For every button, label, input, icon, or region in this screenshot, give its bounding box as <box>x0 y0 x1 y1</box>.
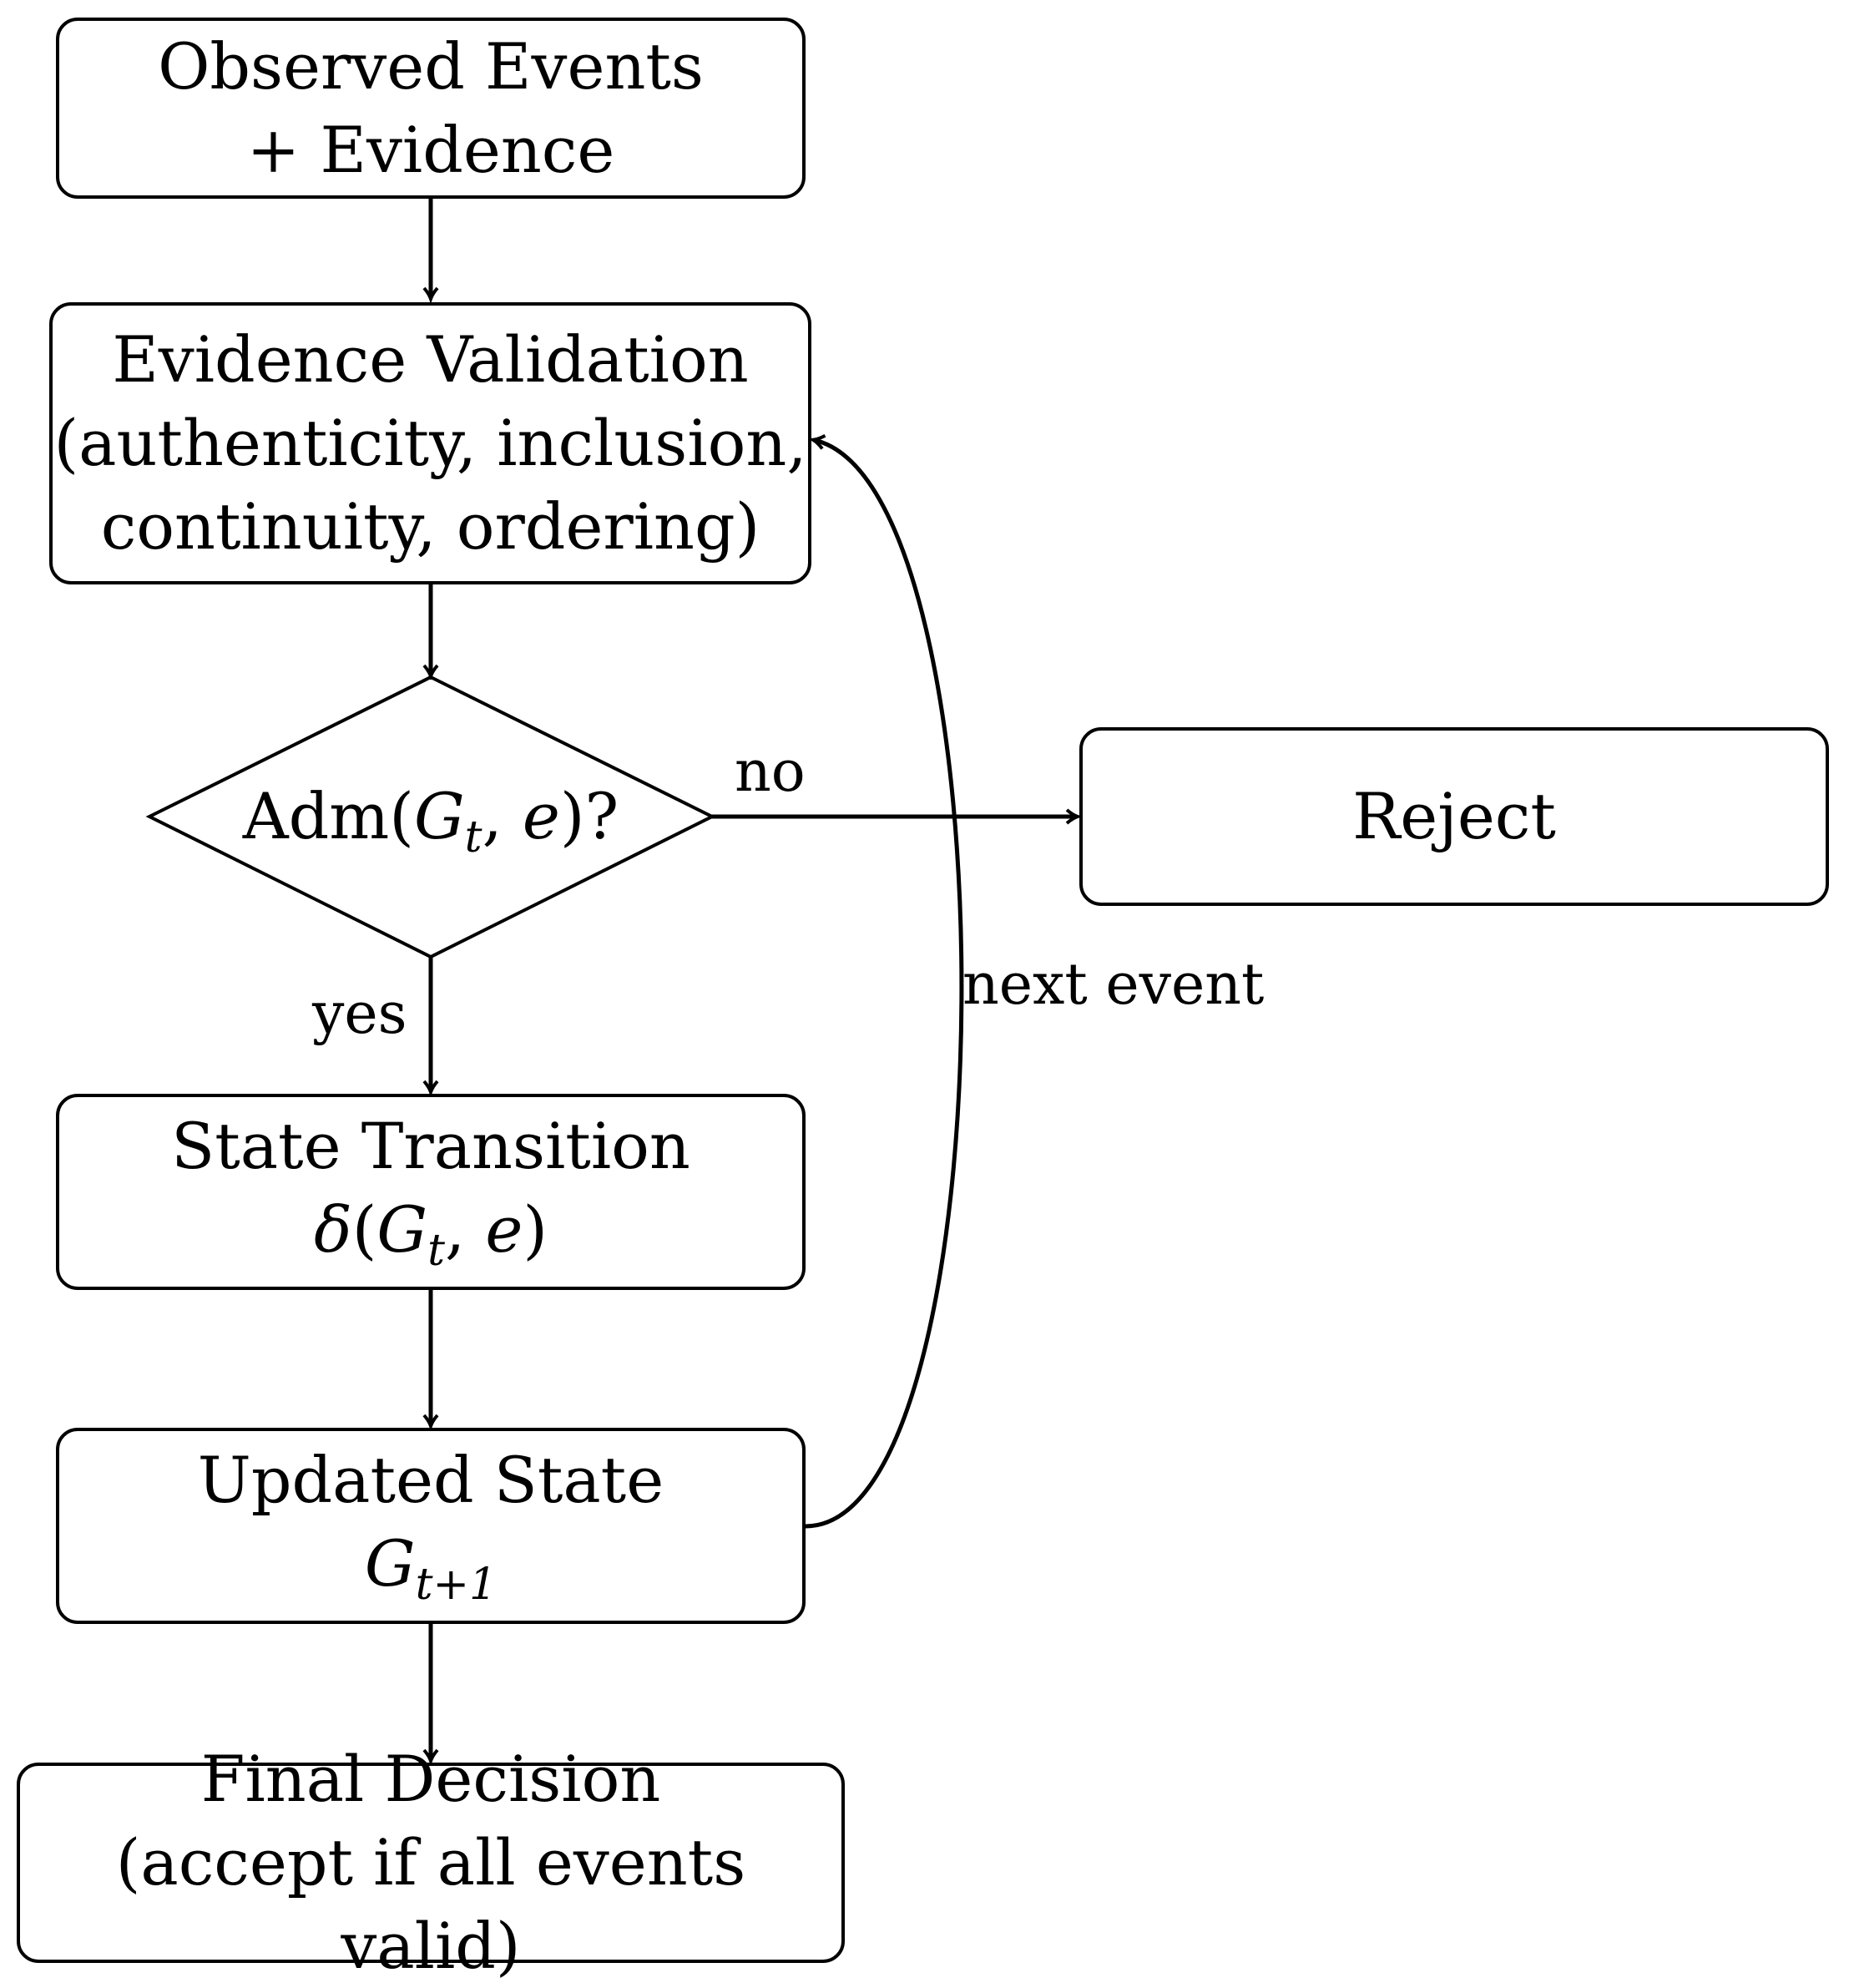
decision-var-g: G <box>413 779 465 853</box>
decision-sep: , <box>482 779 523 853</box>
state-transition-title: State Transition <box>171 1109 690 1183</box>
evidence-validation-line3: continuity, ordering) <box>100 489 760 564</box>
state-transition-formula: δ(Gt, e) <box>314 1188 548 1279</box>
final-decision-title: Final Decision <box>200 1742 661 1816</box>
observed-events-line2: + Evidence <box>246 112 615 187</box>
updated-state-title: Updated State <box>197 1443 664 1517</box>
transition-var-e: e <box>485 1192 523 1267</box>
evidence-validation-box: Evidence Validation (authenticity, inclu… <box>49 302 811 584</box>
state-transition-box: State Transition δ(Gt, e) <box>56 1094 806 1290</box>
transition-open: ( <box>351 1192 377 1267</box>
decision-var-e: e <box>522 779 560 853</box>
decision-prefix: Adm( <box>242 779 414 853</box>
edge-label-yes: yes <box>312 981 407 1047</box>
evidence-validation-title: Evidence Validation <box>112 322 749 397</box>
updated-state-formula: Gt+1 <box>365 1522 497 1613</box>
observed-events-box: Observed Events + Evidence <box>56 18 806 199</box>
transition-delta: δ <box>313 1192 352 1267</box>
decision-label: Adm(Gt, e)? <box>197 775 664 866</box>
updated-state-box: Updated State Gt+1 <box>56 1428 806 1624</box>
evidence-validation-line2: (authenticity, inclusion, <box>53 406 807 480</box>
transition-sub-t: t <box>427 1226 446 1276</box>
observed-events-line1: Observed Events <box>158 28 704 104</box>
reject-label: Reject <box>1352 779 1556 853</box>
transition-sep: , <box>445 1192 486 1267</box>
transition-close: ) <box>523 1192 548 1267</box>
final-decision-line2: (accept if all events valid) <box>115 1825 746 1983</box>
transition-var-g: G <box>376 1192 428 1267</box>
arrow-loop-next-event <box>805 440 964 1529</box>
edge-label-no: no <box>735 739 806 805</box>
reject-box: Reject <box>1079 727 1829 906</box>
decision-sub-t: t <box>464 812 482 862</box>
updated-var-g: G <box>364 1526 416 1601</box>
decision-suffix: )? <box>559 779 619 853</box>
final-decision-box: Final Decision (accept if all events val… <box>17 1742 845 1983</box>
edge-label-next-event: next event <box>962 952 1265 1018</box>
updated-sub: t+1 <box>415 1560 498 1610</box>
